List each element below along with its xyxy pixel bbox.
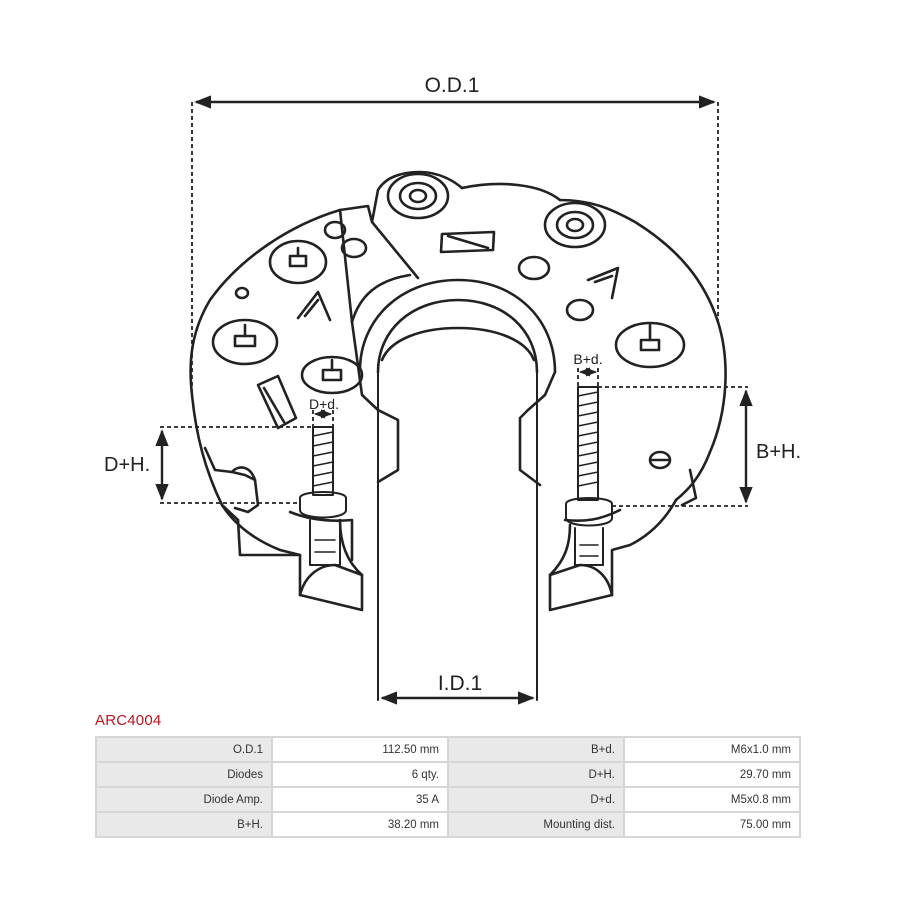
spec-label: Mounting dist.: [449, 813, 623, 836]
table-row: Diodes 6 qty. D+H. 29.70 mm: [97, 763, 799, 786]
bd-label: B+d.: [573, 351, 602, 367]
spec-label: B+d.: [449, 738, 623, 761]
table-row: O.D.1 112.50 mm B+d. M6x1.0 mm: [97, 738, 799, 761]
spec-value: 75.00 mm: [625, 813, 799, 836]
diode-left-mid: [211, 318, 279, 366]
spec-label: D+H.: [449, 763, 623, 786]
d-plus-bolt: [299, 426, 347, 566]
bh-dimension-line: [598, 386, 753, 507]
bh-label: B+H.: [756, 441, 801, 463]
spec-label: O.D.1: [97, 738, 271, 761]
terminal-top-right: [543, 201, 607, 249]
holes: [234, 220, 672, 470]
table-row: B+H. 38.20 mm Mounting dist. 75.00 mm: [97, 813, 799, 836]
diode-left-top: [268, 239, 328, 285]
spec-value: 38.20 mm: [273, 813, 447, 836]
dh-dimension-line: [155, 426, 313, 504]
diode-left-bottom: [300, 355, 364, 395]
dd-dimension-line: [312, 409, 334, 427]
id1-dimension-line: [377, 600, 538, 705]
rectifier-diagram: O.D.1 I.D.1 D+H. B+H. D+d. B+d.: [104, 74, 801, 705]
spec-label: Diodes: [97, 763, 271, 786]
dh-label: D+H.: [104, 454, 150, 476]
diode-right: [614, 321, 686, 369]
slot-markings: [256, 230, 620, 430]
spec-value: 6 qty.: [273, 763, 447, 786]
part-code: ARC4004: [95, 712, 162, 729]
od1-dimension-line: [191, 95, 719, 395]
spec-table: O.D.1 112.50 mm B+d. M6x1.0 mm Diodes 6 …: [95, 736, 801, 838]
terminal-top-left: [386, 172, 450, 220]
id1-label: I.D.1: [438, 672, 482, 695]
bd-dimension-line: [577, 367, 599, 387]
spec-label: D+d.: [449, 788, 623, 811]
spec-value: 112.50 mm: [273, 738, 447, 761]
spec-label: Diode Amp.: [97, 788, 271, 811]
spec-value: M5x0.8 mm: [625, 788, 799, 811]
od1-label: O.D.1: [425, 74, 480, 97]
spec-label: B+H.: [97, 813, 271, 836]
spec-value: M6x1.0 mm: [625, 738, 799, 761]
table-row: Diode Amp. 35 A D+d. M5x0.8 mm: [97, 788, 799, 811]
b-plus-bolt: [565, 386, 613, 566]
dd-label: D+d.: [309, 396, 339, 412]
spec-value: 35 A: [273, 788, 447, 811]
spec-value: 29.70 mm: [625, 763, 799, 786]
rectifier-body: [189, 170, 727, 701]
